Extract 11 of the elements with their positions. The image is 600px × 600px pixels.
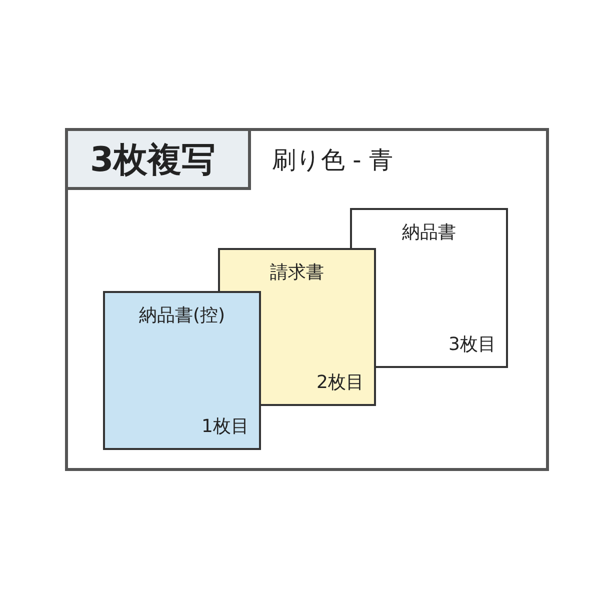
paper-sheet	[103, 291, 261, 450]
sheet-name: 納品書(控)	[138, 304, 226, 327]
sheet-name: 請求書	[269, 261, 325, 284]
frame	[65, 128, 549, 471]
sheet-number: 2枚目	[316, 371, 364, 394]
sheet-name: 納品書	[401, 221, 457, 244]
sheet-number: 1枚目	[202, 415, 249, 438]
title-text: 3枚複写	[90, 139, 216, 182]
print-color-note: 刷り色 - 青	[272, 145, 393, 176]
title-panel	[68, 131, 251, 190]
sheet-number: 3枚目	[448, 333, 496, 356]
